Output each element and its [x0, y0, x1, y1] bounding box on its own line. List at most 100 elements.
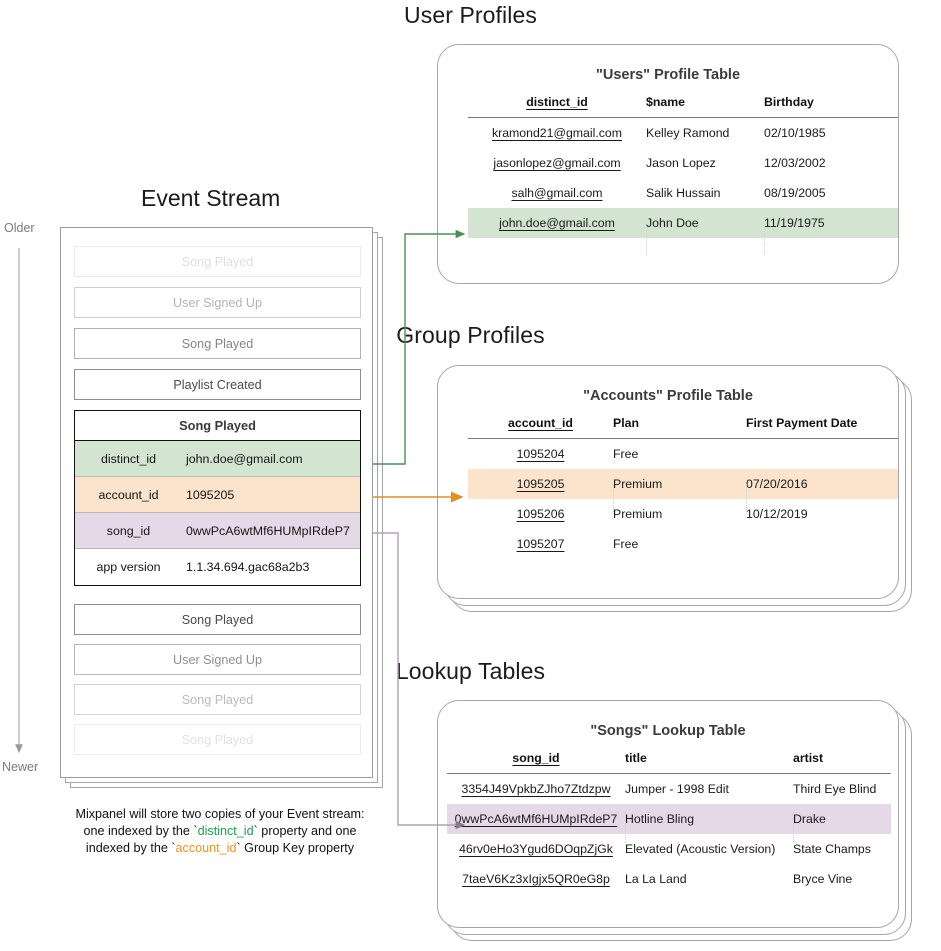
focused-event-card[interactable]: Song Played distinct_id john.doe@gmail.c…: [74, 410, 361, 586]
accounts-profile-card-wrap: "Accounts" Profile Table account_id Plan…: [437, 365, 917, 615]
cell-name: Salik Hussain: [646, 186, 721, 200]
songs-lookup-table: song_id title artist 3354J49VpkbZJho7Ztd…: [447, 743, 891, 894]
event-item[interactable]: Song Played: [74, 684, 361, 715]
cell-title: Jumper - 1998 Edit: [625, 782, 729, 796]
cell-title: Elevated (Acoustic Version): [625, 842, 776, 856]
event-property-value: 1095205: [186, 487, 235, 502]
event-property-row: app version 1.1.34.694.gac68a2b3: [75, 549, 360, 585]
event-label: Song Played: [181, 254, 254, 269]
table-row-highlighted[interactable]: 1095205 Premium 07/20/2016: [468, 469, 898, 499]
column-divider: [793, 812, 795, 842]
accounts-profile-card: "Accounts" Profile Table account_id Plan…: [437, 365, 899, 599]
event-item[interactable]: User Signed Up: [74, 644, 361, 675]
caption-line-3-post: Group Key property: [240, 841, 355, 855]
column-header-artist: artist: [793, 751, 824, 765]
table-row[interactable]: 46rv0eHo3Ygud6DOqpZjGk Elevated (Acousti…: [447, 834, 891, 864]
column-divider: [646, 226, 648, 256]
cell-plan: Premium: [613, 469, 746, 499]
caption-account-id-code: account_id: [175, 841, 237, 855]
column-divider: [625, 812, 627, 842]
cell-birthday: 11/19/1975: [764, 208, 898, 238]
cell-first-payment-date: 10/12/2019: [746, 507, 808, 521]
event-property-row: song_id 0wwPcA6wtMf6HUMpIRdeP7: [75, 513, 360, 549]
column-header-birthday: Birthday: [764, 95, 814, 109]
event-property-row: distinct_id john.doe@gmail.com: [75, 441, 360, 477]
cell-song-id: 46rv0eHo3Ygud6DOqpZjGk: [459, 842, 613, 856]
table-row[interactable]: 3354J49VpkbZJho7Ztdzpw Jumper - 1998 Edi…: [447, 774, 891, 805]
cell-plan: Free: [613, 537, 639, 551]
event-item[interactable]: User Signed Up: [74, 287, 361, 318]
songs-lookup-card-wrap: "Songs" Lookup Table song_id title artis…: [437, 700, 917, 950]
cell-birthday: 08/19/2005: [764, 186, 826, 200]
cell-birthday: 12/03/2002: [764, 156, 826, 170]
caption-line-1: Mixpanel will store two copies of your E…: [75, 807, 365, 821]
songs-table-title: "Songs" Lookup Table: [590, 723, 746, 739]
cell-first-payment-date: [746, 529, 898, 559]
cell-account-id: 1095204: [516, 447, 565, 461]
event-label: User Signed Up: [173, 652, 262, 667]
table-row-highlighted[interactable]: 0wwPcA6wtMf6HUMpIRdeP7 Hotline Bling Dra…: [447, 804, 891, 834]
cell-distinct-id: kramond21@gmail.com: [491, 126, 623, 140]
caption-line-2: one indexed by the `distinct_id` propert…: [83, 824, 357, 838]
cell-first-payment-date: [746, 439, 898, 470]
cell-song-id: 7taeV6Kz3xIgjx5QR0eG8p: [462, 872, 610, 886]
event-label: User Signed Up: [173, 295, 262, 310]
time-axis-newer-label: Newer: [2, 760, 39, 774]
table-row[interactable]: 1095204 Free: [468, 439, 898, 470]
table-row[interactable]: 1095206 Premium 10/12/2019: [468, 499, 898, 529]
event-item[interactable]: Song Played: [74, 724, 361, 755]
users-profile-card-wrap: "Users" Profile Table distinct_id $name …: [437, 44, 907, 288]
cell-artist: Bryce Vine: [793, 872, 853, 886]
cell-name: John Doe: [646, 208, 764, 238]
column-divider: [764, 226, 766, 256]
event-stream-card: Song Played User Signed Up Song Played P…: [60, 227, 373, 778]
column-header-name: $name: [646, 95, 685, 109]
cell-name: Kelley Ramond: [646, 126, 730, 140]
table-row[interactable]: salh@gmail.com Salik Hussain 08/19/2005: [468, 178, 898, 208]
event-property-value: 0wwPcA6wtMf6HUMpIRdeP7: [186, 523, 350, 538]
event-item[interactable]: Song Played: [74, 604, 361, 635]
event-label: Song Played: [181, 612, 254, 627]
cell-plan: Premium: [613, 507, 663, 521]
table-row[interactable]: kramond21@gmail.com Kelley Ramond 02/10/…: [468, 118, 898, 149]
cell-song-id: 0wwPcA6wtMf6HUMpIRdeP7: [454, 812, 618, 826]
table-row[interactable]: jasonlopez@gmail.com Jason Lopez 12/03/2…: [468, 148, 898, 178]
event-property-key: distinct_id: [100, 451, 157, 466]
cell-account-id: 1095207: [516, 537, 565, 551]
column-divider: [746, 484, 748, 514]
cell-name: Jason Lopez: [646, 156, 716, 170]
column-header-title: title: [625, 751, 647, 765]
table-row[interactable]: 7taeV6Kz3xIgjx5QR0eG8p La La Land Bryce …: [447, 864, 891, 894]
time-axis-older-label: Older: [4, 221, 35, 235]
event-label: Song Played: [181, 336, 254, 351]
table-row-highlighted[interactable]: john.doe@gmail.com John Doe 11/19/1975: [468, 208, 898, 238]
caption-line-2-post: property and one: [257, 824, 357, 838]
event-item[interactable]: Song Played: [74, 328, 361, 359]
table-header-row: account_id Plan First Payment Date: [468, 408, 898, 439]
table-row[interactable]: 1095207 Free: [468, 529, 898, 559]
users-profile-card: "Users" Profile Table distinct_id $name …: [437, 44, 899, 284]
cell-account-id: 1095205: [516, 477, 565, 491]
users-profile-table: distinct_id $name Birthday kramond21@gma…: [468, 87, 898, 238]
event-item[interactable]: Song Played: [74, 246, 361, 277]
column-divider: [613, 484, 615, 514]
column-header-account-id: account_id: [508, 416, 573, 430]
caption-line-3: indexed by the `account_id` Group Key pr…: [85, 841, 355, 855]
caption-line-2-pre: one indexed by the: [83, 824, 194, 838]
cell-account-id: 1095206: [516, 507, 565, 521]
event-label: Playlist Created: [173, 377, 262, 392]
column-header-plan: Plan: [613, 416, 639, 430]
event-property-key: song_id: [106, 523, 151, 538]
cell-title: La La Land: [625, 872, 687, 886]
cell-first-payment-date: 07/20/2016: [746, 469, 898, 499]
event-stream-caption: Mixpanel will store two copies of your E…: [30, 806, 410, 857]
accounts-table-title: "Accounts" Profile Table: [583, 388, 753, 404]
caption-distinct-id-code: distinct_id: [197, 824, 254, 838]
event-item[interactable]: Playlist Created: [74, 369, 361, 400]
cell-artist: Drake: [793, 804, 891, 834]
users-table-title: "Users" Profile Table: [595, 67, 741, 83]
user-profiles-title: User Profiles: [404, 2, 537, 28]
cell-birthday: 02/10/1985: [764, 126, 826, 140]
songs-lookup-card: "Songs" Lookup Table song_id title artis…: [437, 700, 899, 928]
table-header-row: distinct_id $name Birthday: [468, 87, 898, 118]
